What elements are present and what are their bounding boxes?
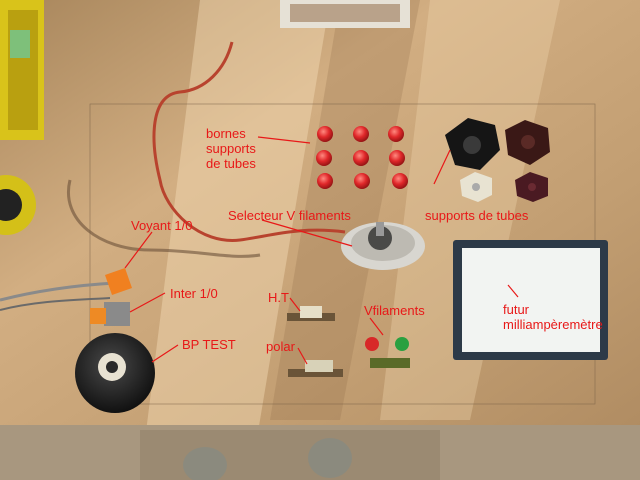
jack-grid (316, 126, 408, 189)
red-jack (353, 126, 369, 142)
pointer-voyant (124, 231, 153, 269)
polar-terminal-body (305, 360, 333, 372)
label-ht: H.T (268, 290, 289, 305)
label-de-tubes: de tubes (206, 156, 256, 171)
shoe (308, 438, 352, 478)
red-jack (317, 173, 333, 189)
pointer-bornes (257, 136, 311, 144)
red-jack (388, 126, 404, 142)
pointer-ht (289, 297, 301, 312)
red-jack (392, 173, 408, 189)
label-selecteur-v-filaments: Selecteur V filaments (228, 208, 351, 223)
cable-shadow (67, 179, 261, 258)
tube-socket-small-dark (515, 172, 548, 202)
label-vfilaments: Vfilaments (364, 303, 425, 318)
red-cable (152, 41, 346, 242)
tape-measure-center (0, 189, 22, 221)
red-jack (317, 126, 333, 142)
ht-terminal-body (300, 306, 322, 318)
red-filament-jack (365, 337, 379, 351)
toggle-switch (104, 302, 130, 326)
push-button-center (106, 361, 118, 373)
label-bornes: bornes (206, 126, 246, 141)
label-bp-test: BP TEST (182, 337, 236, 352)
label-supports-de-tubes: supports de tubes (425, 208, 529, 223)
pointer-vfilaments (369, 317, 384, 336)
grey-cable (0, 297, 111, 311)
sunlight-stripe (380, 0, 560, 420)
floor-mat (140, 430, 440, 480)
red-jack (316, 150, 332, 166)
pointer-polar (297, 347, 308, 365)
red-jack (353, 150, 369, 166)
polar-terminal-strip (288, 369, 343, 377)
rotary-selector (341, 222, 425, 270)
shoe (183, 447, 227, 480)
annotation-lines (124, 136, 519, 365)
tool-case-edge (8, 10, 38, 130)
label-milliamperemetre: milliampèremètre (503, 317, 603, 332)
red-jack (354, 173, 370, 189)
label-futur: futur (503, 302, 530, 317)
label-voyant: Voyant 1/0 (131, 218, 193, 233)
pointer-inter (129, 292, 166, 313)
label-inter: Inter 1/0 (170, 286, 218, 301)
plastic-box-inner (290, 4, 400, 22)
green-filament-jack (395, 337, 409, 351)
toggle-switch-body (90, 308, 106, 324)
red-jack (389, 150, 405, 166)
level-window (10, 30, 30, 58)
filament-resistor (370, 358, 410, 368)
tube-socket-small-white (460, 172, 492, 202)
pointer-selecteur (261, 219, 353, 247)
grey-cable (0, 281, 116, 302)
orange-indicator-light (105, 268, 132, 295)
pointer-bp-test (151, 344, 179, 363)
label-polar: polar (266, 339, 295, 354)
pointer-meter (507, 284, 519, 298)
tube-socket-large-dark (505, 120, 550, 165)
tube-socket-large-black (445, 118, 500, 170)
label-supports: supports (206, 141, 256, 156)
pointer-supports (433, 149, 451, 185)
meter-face (462, 248, 600, 352)
